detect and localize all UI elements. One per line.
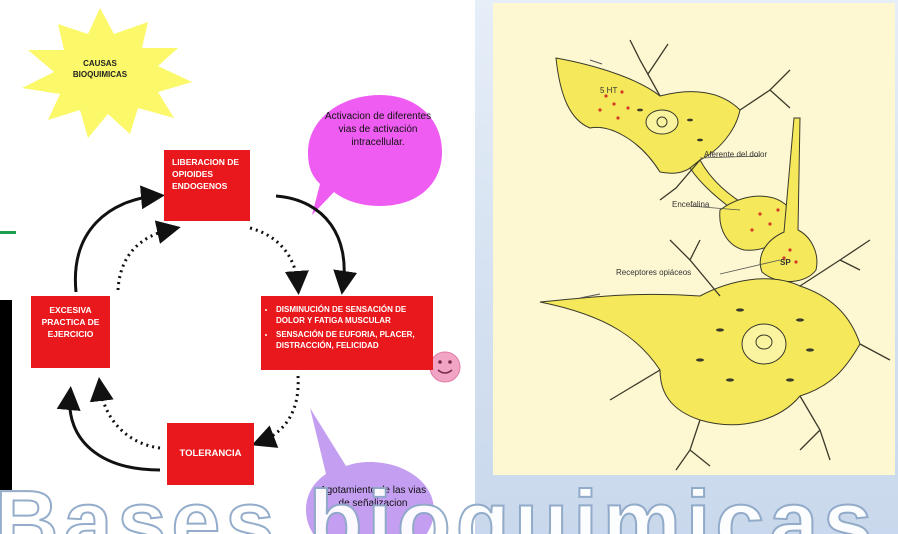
label-aferente-dolor: Aferente del dolor <box>704 150 768 159</box>
dotted-arrow-disminucion-to-tolerancia <box>251 375 300 448</box>
bottom-neuron-body <box>539 278 861 426</box>
excesiva-practica-box: EXCESIVA PRACTICA DE EJERCICIO <box>31 296 110 368</box>
label-5ht: 5 HT <box>600 86 618 95</box>
dotted-arrow-opioides-to-disminucion <box>249 226 309 295</box>
starburst-shape <box>22 8 192 138</box>
causas-bioquimicas-label: CAUSAS BIOQUIMICAS <box>72 59 128 79</box>
label-encefalina: Encefalina <box>672 200 710 209</box>
smiley-face-icon <box>429 351 461 383</box>
agotamiento-bubble-text: Agotamiento de las vias de señalizacion <box>319 485 427 509</box>
activacion-bubble-text: Activacion de diferentes vias de activac… <box>324 111 432 148</box>
label-receptores-opiaceos: Receptores opiáceos <box>616 268 692 277</box>
sp-terminal <box>759 117 818 283</box>
arrow-tolerancia-to-excesiva <box>56 386 161 472</box>
disminucion-sensacion-box: DISMINUCIÓN DE SENSACIÓN DE DOLOR Y FATI… <box>261 296 433 370</box>
tolerancia-box: TOLERANCIA <box>167 423 254 485</box>
arrow-excesiva-to-opioides <box>73 185 165 293</box>
effect-item-dolor: DISMINUCIÓN DE SENSACIÓN DE DOLOR Y FATI… <box>276 304 427 326</box>
green-accent-line <box>0 231 16 234</box>
neuron-illustration <box>539 39 891 471</box>
arrow-opioides-to-disminucion <box>275 194 358 295</box>
liberacion-opioides-box: LIBERACION DE OPIOIDES ENDOGENOS <box>164 150 250 221</box>
activacion-bubble-shape <box>308 95 442 215</box>
agotamiento-bubble-shape <box>306 408 434 534</box>
label-sp: SP <box>780 258 791 267</box>
dotted-arrow-tolerancia-to-excesiva <box>89 377 161 450</box>
left-edge-bar <box>0 300 12 490</box>
effect-item-euforia: SENSACIÓN DE EUFORIA, PLACER, DISTRACCIÓ… <box>276 329 427 351</box>
effects-list: DISMINUCIÓN DE SENSACIÓN DE DOLOR Y FATI… <box>267 304 427 351</box>
dotted-arrow-excesiva-to-opioides <box>116 220 181 291</box>
bottom-title-text: Bases bioquimicas <box>0 478 878 534</box>
